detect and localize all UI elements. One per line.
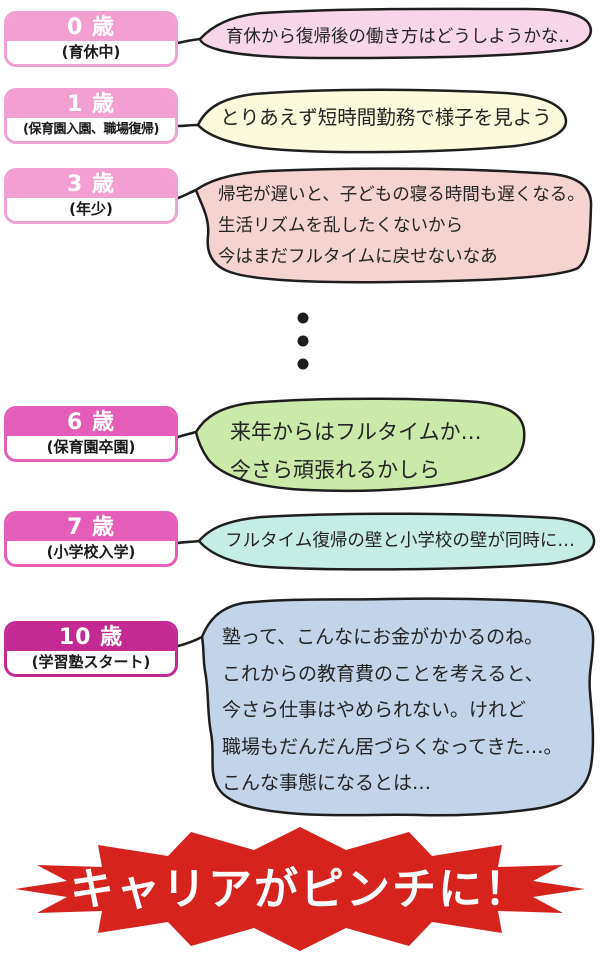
age-box-0: 0 歳 (育休中)	[4, 11, 178, 67]
conclusion-text: キャリアがピンチに！	[70, 864, 530, 915]
bubble-line: 生活リズムを乱したくないから	[218, 216, 463, 236]
bubble-tail-line-2	[176, 188, 198, 200]
age-note-1: (保育園入園、職場復帰)	[23, 122, 159, 137]
bubble-line: こんな事態になるとは…	[222, 772, 432, 794]
age-note-0: (育休中)	[61, 43, 121, 61]
bubble-text-1: とりあえず短時間勤務で様子を見よう	[220, 106, 552, 129]
bubble-line: 今さら頑張れるかしら	[230, 458, 440, 482]
bubble-tail-line-1	[176, 123, 200, 128]
age-box-2: 3 歳 (年少)	[4, 168, 178, 224]
bubble-tail-line-5	[176, 635, 204, 648]
age-box-4: 7 歳 (小学校入学)	[4, 511, 178, 567]
bubble-text-2: 帰宅が遅いと、子どもの寝る時間も遅くなる。 生活リズムを乱したくないから 今はま…	[218, 180, 590, 273]
age-box-3: 6 歳 (保育園卒園)	[4, 406, 178, 462]
age-note-4: (小学校入学)	[46, 543, 136, 561]
bubble-line: 今はまだフルタイムに戻せないなあ	[218, 247, 498, 267]
bubble-line: 職場もだんだん居づらくなってきた…。	[222, 735, 563, 758]
age-note-5: (学習塾スタート)	[31, 653, 151, 671]
bubble-text-3: 来年からはフルタイムか… 今さら頑張れるかしら	[230, 413, 515, 489]
age-label-5: 10 歳	[7, 624, 175, 651]
bubble-text-4: フルタイム復帰の壁と小学校の壁が同時に…	[225, 531, 575, 551]
age-label-1: 1 歳	[7, 91, 175, 118]
ellipsis-dots	[297, 312, 309, 370]
bubble-text-0: 育休から復帰後の働き方はどうしようかな‥	[225, 27, 571, 47]
age-label-2: 3 歳	[7, 171, 175, 198]
bubble-line: 塾って、こんなにお金がかかるのね。	[222, 626, 544, 648]
age-note-2: (年少)	[69, 200, 113, 218]
age-note-3: (保育園卒園)	[46, 438, 136, 456]
bubble-line: 帰宅が遅いと、子どもの寝る時間も遅くなる。	[218, 185, 585, 205]
age-box-1: 1 歳 (保育園入園、職場復帰)	[4, 88, 178, 144]
bubble-line: 来年からはフルタイムか…	[230, 420, 482, 444]
age-label-4: 7 歳	[7, 514, 175, 541]
bubble-text-5: 塾って、こんなにお金がかかるのね。 これからの教育費のことを考えると、 今さら仕…	[222, 619, 586, 802]
bubble-tail-line-0	[176, 37, 202, 45]
bubble-line: これからの教育費のことを考えると、	[222, 662, 544, 685]
age-box-5: 10 歳 (学習塾スタート)	[4, 621, 178, 677]
age-label-0: 0 歳	[7, 14, 175, 41]
bubble-tail-line-4	[176, 539, 201, 545]
bubble-tail-line-3	[176, 430, 198, 439]
bubble-line: 今さら仕事はやめられない。けれど	[222, 699, 527, 721]
age-label-3: 6 歳	[7, 409, 175, 436]
